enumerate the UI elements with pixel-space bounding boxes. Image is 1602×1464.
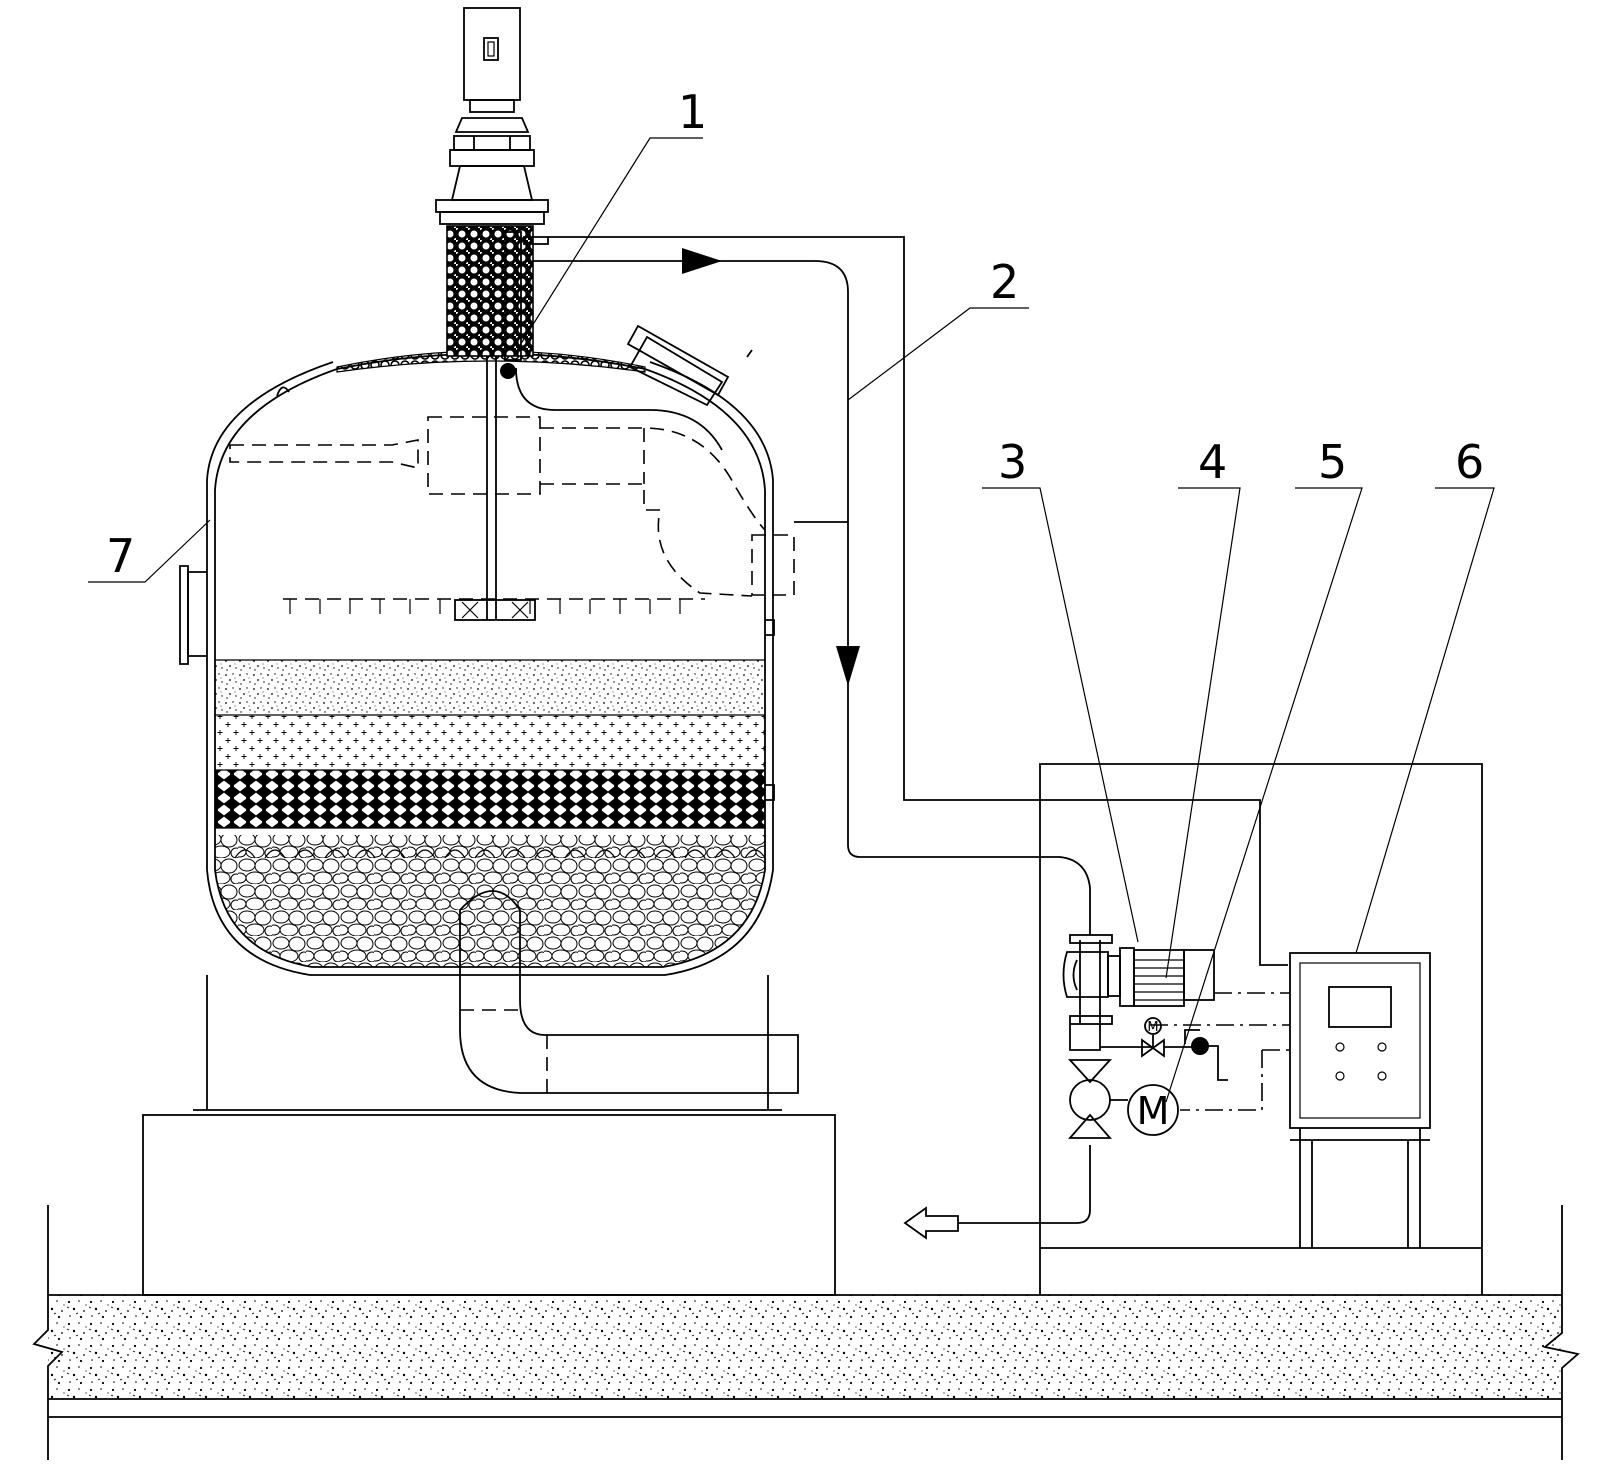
label-4: 4: [1165, 435, 1241, 979]
top-sensor-dot: [500, 363, 516, 379]
circulation-pump: [1062, 934, 1290, 1051]
label-3-text: 3: [998, 435, 1027, 489]
return-line: [533, 248, 1091, 935]
label-5: 5: [1165, 435, 1363, 1103]
label-1-text: 1: [678, 85, 707, 139]
packed-column: [446, 225, 534, 357]
signal-line: [548, 236, 1288, 966]
flow-arrow-down-icon: [836, 646, 860, 686]
gravel-support-layer: [215, 835, 765, 967]
motor-symbol: M: [1137, 1089, 1170, 1133]
tank-dome-cover: [336, 350, 646, 373]
label-6-text: 6: [1455, 435, 1484, 489]
fine-sand-layer: [215, 660, 765, 715]
gauge-symbol: M: [1147, 1020, 1158, 1035]
top-outlet-pipe: [515, 236, 723, 451]
label-3: 3: [982, 435, 1139, 943]
label-4-text: 4: [1198, 435, 1227, 489]
filter-media-layer: [215, 715, 765, 770]
flow-arrow-icon: [682, 248, 722, 274]
control-cabinet: [1289, 952, 1431, 1248]
column-inner-tube: [504, 231, 522, 361]
side-inlet-flange: [179, 565, 207, 665]
outlet-valve: M: [903, 1059, 1179, 1240]
drive-assembly: [435, 7, 549, 225]
collector-nozzles: [234, 849, 766, 859]
equipment-skid: [1039, 763, 1483, 1295]
outlet-arrow-icon: [903, 1206, 959, 1240]
valve-motor: [1127, 1084, 1179, 1136]
ground-slab: [32, 1205, 1580, 1460]
label-2-text: 2: [990, 255, 1019, 309]
pressure-gauge: [1144, 1017, 1162, 1035]
control-display: [1328, 986, 1392, 1028]
label-7: 7: [88, 519, 211, 583]
distributor-arm: [283, 598, 705, 621]
label-1: 1: [516, 85, 707, 351]
label-5-text: 5: [1318, 435, 1347, 489]
bottom-outlet-pipe: [459, 890, 799, 1094]
label-6: 6: [1355, 435, 1495, 954]
pump-motor: [1133, 949, 1185, 1007]
dosing-valve-assembly: M: [1100, 1017, 1290, 1111]
coarse-media-layer: [215, 770, 765, 828]
tank-foundation: [142, 1114, 836, 1296]
label-7-text: 7: [106, 529, 135, 583]
upper-internal-pipe: [229, 416, 795, 597]
label-2: 2: [847, 255, 1029, 401]
top-manhole-nozzle: [626, 324, 730, 407]
